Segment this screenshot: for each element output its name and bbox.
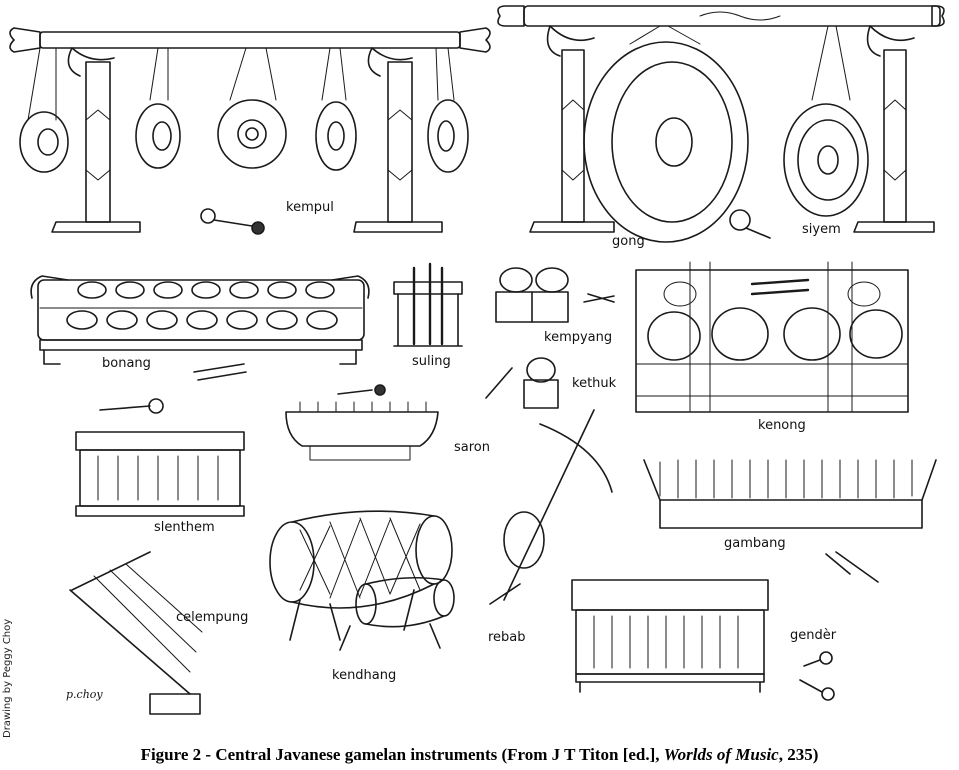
caption-work-title: Worlds of Music	[663, 745, 779, 764]
label-kempyang: kempyang	[544, 330, 613, 345]
rebab	[489, 409, 613, 605]
kendhang-small	[339, 576, 455, 651]
label-kempul: kempul	[286, 200, 334, 215]
artist-signature: p.choy	[66, 688, 103, 701]
caption-main: Figure 2 - Central Javanese gamelan inst…	[140, 745, 664, 764]
celempung	[69, 551, 203, 715]
bonang	[30, 275, 370, 365]
gong-rack	[497, 5, 945, 233]
gender	[571, 579, 835, 701]
kempul-gongs	[19, 47, 469, 173]
suling	[393, 262, 463, 347]
slenthem	[75, 398, 245, 517]
figure-caption: Figure 2 - Central Javanese gamelan inst…	[0, 745, 959, 765]
label-rebab: rebab	[488, 630, 526, 645]
kenong	[635, 261, 909, 413]
label-gambang: gambang	[724, 536, 786, 551]
kendhang-large	[269, 510, 453, 641]
kempyang	[495, 267, 615, 323]
label-bonang: bonang	[102, 356, 151, 371]
bonang-mallets	[193, 363, 247, 381]
kethuk	[485, 357, 559, 409]
label-celempung: celempung	[176, 610, 249, 625]
kempul-mallet	[200, 208, 265, 235]
saron	[285, 384, 439, 461]
artist-credit: Drawing by Peggy Choy	[2, 618, 13, 738]
siyem-gong	[783, 25, 869, 217]
kempul-rack	[9, 27, 491, 233]
gambang	[643, 459, 937, 583]
gong-large	[583, 25, 749, 243]
caption-tail: , 235)	[778, 745, 819, 764]
gong-mallet	[729, 209, 771, 239]
label-kenong: kenong	[758, 418, 806, 433]
label-slenthem: slenthem	[154, 520, 215, 535]
label-saron: saron	[454, 440, 490, 455]
label-gender: gendèr	[790, 628, 837, 643]
label-kethuk: kethuk	[572, 376, 617, 391]
label-suling: suling	[412, 354, 451, 369]
label-gong: gong	[612, 234, 645, 249]
label-kendhang: kendhang	[332, 668, 397, 683]
label-siyem: siyem	[802, 222, 841, 237]
